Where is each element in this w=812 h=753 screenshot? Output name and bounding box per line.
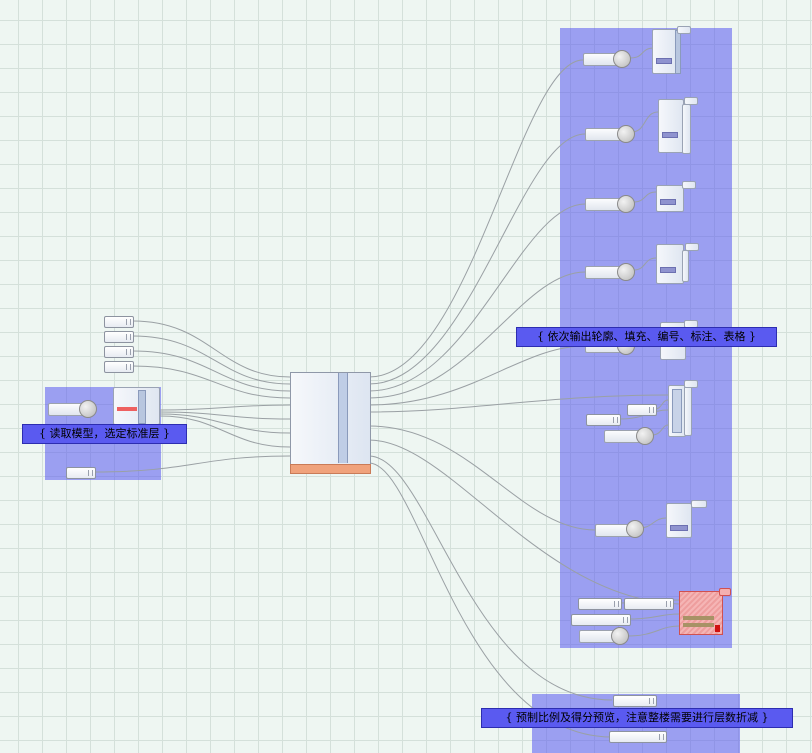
wire <box>94 455 291 473</box>
input-param-row-8c[interactable] <box>571 614 631 626</box>
error-flag-icon <box>715 625 720 632</box>
wire <box>368 59 584 378</box>
wire <box>368 425 596 531</box>
slider-knob[interactable] <box>611 627 629 645</box>
component-strip <box>670 525 688 531</box>
wire <box>631 111 659 133</box>
wire <box>368 462 613 738</box>
wire <box>159 413 291 434</box>
input-param-4[interactable] <box>104 361 134 373</box>
input-param-1[interactable] <box>104 316 134 328</box>
wire <box>132 350 291 392</box>
wire <box>132 335 291 385</box>
error-component[interactable] <box>679 591 723 635</box>
input-param-2[interactable] <box>104 331 134 343</box>
component-strip <box>656 58 672 64</box>
wire <box>368 203 586 392</box>
output-column-4 <box>682 250 689 282</box>
slider-knob[interactable] <box>617 263 635 281</box>
input-param-5[interactable] <box>66 467 96 479</box>
wire <box>368 133 586 385</box>
wire <box>132 365 291 399</box>
error-bar <box>683 623 714 627</box>
wire <box>629 47 655 59</box>
input-param-row-8b[interactable] <box>624 598 674 610</box>
output-tab <box>691 500 707 508</box>
read-model-component[interactable] <box>113 387 160 425</box>
slider-knob[interactable] <box>617 125 635 143</box>
input-param-3[interactable] <box>104 346 134 358</box>
group-label-output: { 依次输出轮廓、填充、编号、标注、表格 } <box>516 327 777 347</box>
wire <box>639 517 667 529</box>
slider-knob[interactable] <box>613 50 631 68</box>
preview-param-bottom[interactable] <box>609 731 667 743</box>
wire <box>651 424 669 436</box>
main-output-column <box>338 373 348 463</box>
wire <box>159 411 291 420</box>
slider-knob[interactable] <box>79 400 97 418</box>
output-tab <box>684 97 698 105</box>
output-column <box>138 390 146 424</box>
output-tab <box>684 380 698 388</box>
wire <box>159 415 291 448</box>
component-column <box>675 30 681 74</box>
wire <box>633 191 657 203</box>
component-strip <box>660 267 676 273</box>
output-tab <box>685 243 699 251</box>
wire <box>368 271 586 399</box>
group-label-read-model: { 读取模型，选定标准层 } <box>22 424 187 444</box>
output-component-2[interactable] <box>658 99 684 153</box>
wire <box>633 257 657 271</box>
output-tab <box>682 181 696 189</box>
wire <box>629 613 680 620</box>
error-bar <box>683 616 714 620</box>
component-strip <box>660 199 676 205</box>
output-component-7[interactable] <box>666 503 692 538</box>
output-component-4[interactable] <box>656 244 684 284</box>
slider-knob[interactable] <box>617 195 635 213</box>
preview-param-top[interactable] <box>613 695 657 707</box>
component-strip <box>662 132 678 138</box>
output-tab <box>719 588 731 596</box>
output-component-1[interactable] <box>652 29 681 74</box>
slider-knob[interactable] <box>626 520 644 538</box>
error-indicator <box>117 407 137 411</box>
component-column <box>672 389 682 433</box>
main-component[interactable] <box>290 372 371 474</box>
output-tab <box>677 26 691 34</box>
wire <box>368 394 669 413</box>
group-label-preview: { 预制比例及得分预览，注意整楼需要进行层数折减 } <box>481 708 793 728</box>
wire <box>368 345 586 406</box>
wire <box>627 625 680 637</box>
output-column-6 <box>684 386 692 436</box>
input-param-row-6b[interactable] <box>586 414 621 426</box>
output-component-3[interactable] <box>656 185 684 212</box>
wire <box>368 455 613 701</box>
input-param-row-8a[interactable] <box>578 598 622 610</box>
wire <box>132 320 291 378</box>
wire <box>368 439 681 605</box>
slider-knob[interactable] <box>636 427 654 445</box>
input-param-row-6a[interactable] <box>627 404 657 416</box>
main-status-bar <box>290 464 371 474</box>
wire <box>159 404 291 411</box>
output-column-2 <box>682 104 691 154</box>
